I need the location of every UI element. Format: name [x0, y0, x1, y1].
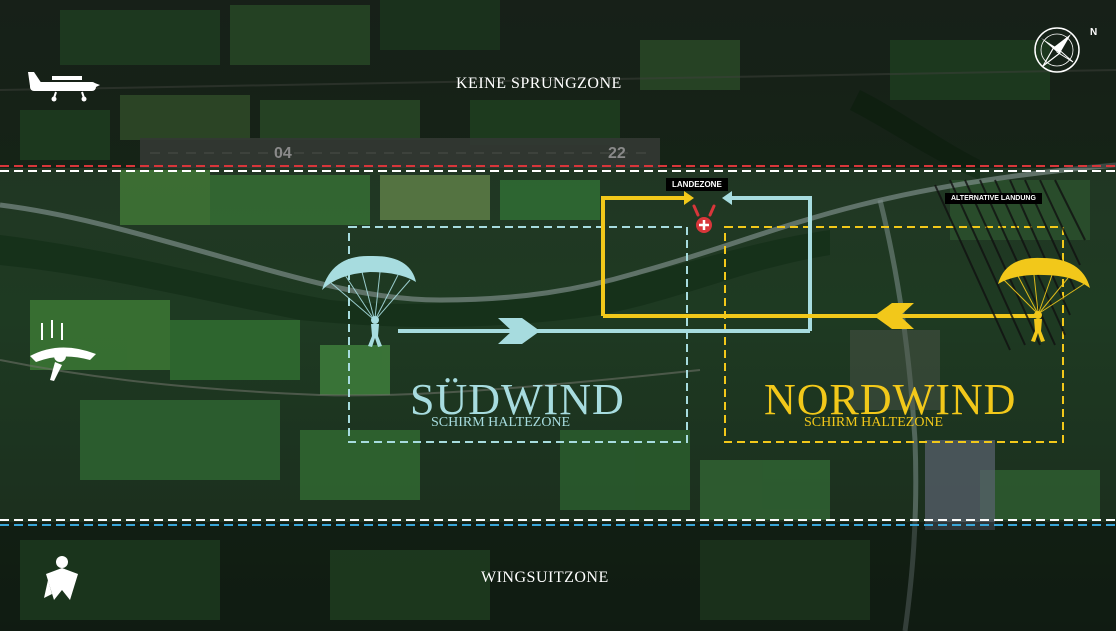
alternative-landing-label: ALTERNATIVE LANDUNG — [945, 193, 1042, 204]
compass-icon — [1034, 27, 1080, 73]
field-patches — [20, 0, 1100, 620]
north-wind-subtitle: SCHIRM HALTEZONE — [804, 415, 944, 430]
north-wind-title: NORDWIND — [764, 375, 1017, 424]
south-wind-approach-arrow — [398, 191, 812, 344]
wingsuit-icon — [44, 556, 78, 600]
north-canopy-icon — [998, 257, 1090, 342]
landing-zone-label: LANDEZONE — [666, 178, 728, 191]
freefall-skydiver-icon — [30, 320, 96, 381]
runway-end-04: 04 — [274, 145, 292, 162]
landing-zone-marker-icon — [692, 204, 716, 233]
no-jump-zone-label: KEINE SPRUNGZONE — [456, 75, 622, 92]
compass-north-label: N — [1090, 27, 1098, 38]
south-canopy-icon — [322, 255, 416, 347]
south-wind-holding-zone — [348, 226, 688, 443]
runway-end-22: 22 — [608, 145, 626, 162]
north-wind-holding-zone — [724, 226, 1064, 443]
wingsuit-zone-label: WINGSUITZONE — [481, 569, 609, 586]
south-wind-subtitle: SCHIRM HALTEZONE — [431, 415, 571, 430]
north-wind-approach-arrow — [601, 191, 1040, 329]
south-wind-title: SÜDWIND — [410, 375, 625, 424]
airplane-icon — [28, 72, 100, 102]
